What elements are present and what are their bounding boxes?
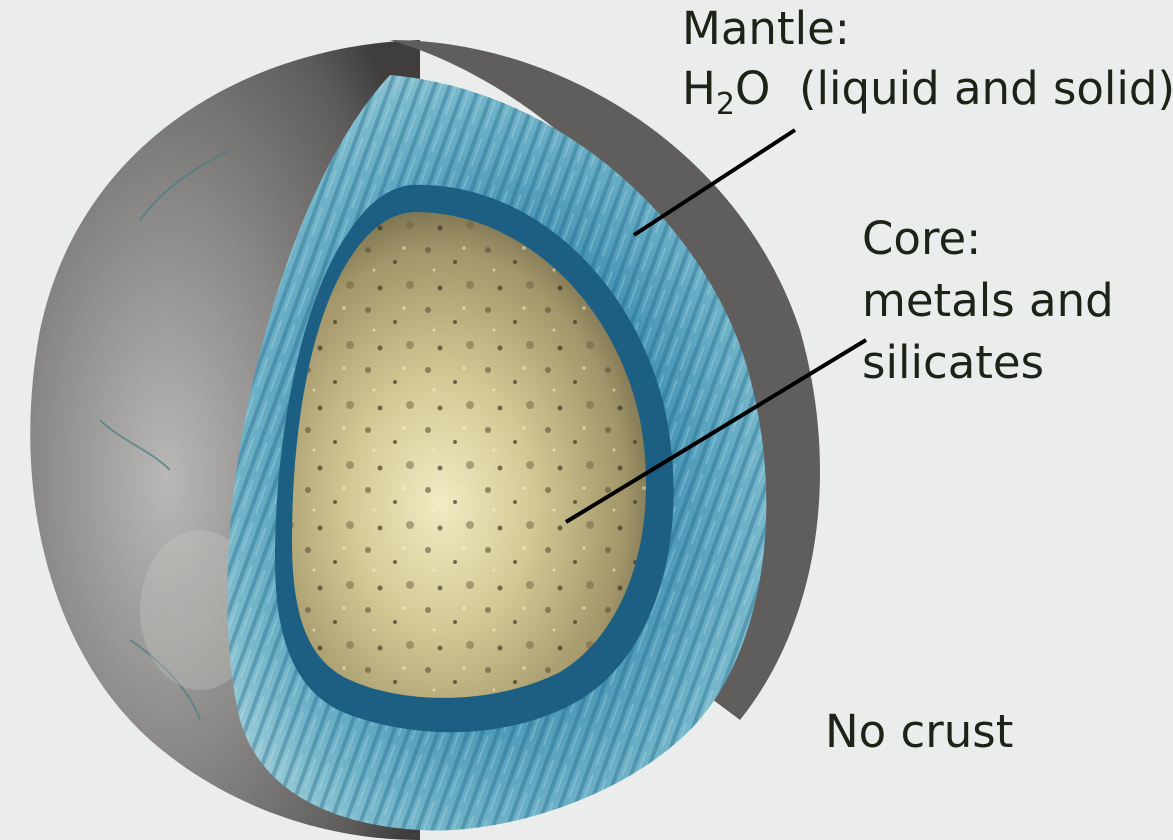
mantle-label: Mantle: H2O (liquid and solid) <box>682 2 1173 116</box>
core-line1: metals and <box>862 270 1114 332</box>
core-label: Core: metals and silicates <box>862 208 1114 394</box>
mantle-formula-rest: O <box>735 62 770 115</box>
mantle-formula-subscript: 2 <box>716 87 735 122</box>
mantle-formula-main: H <box>682 62 716 115</box>
mantle-title: Mantle: <box>682 2 850 55</box>
core-line2: silicates <box>862 332 1114 394</box>
mantle-composition: H2O (liquid and solid) <box>682 62 1173 116</box>
crust-label: No crust <box>825 705 1013 759</box>
mantle-detail: (liquid and solid) <box>799 62 1173 115</box>
core-title: Core: <box>862 208 1114 270</box>
